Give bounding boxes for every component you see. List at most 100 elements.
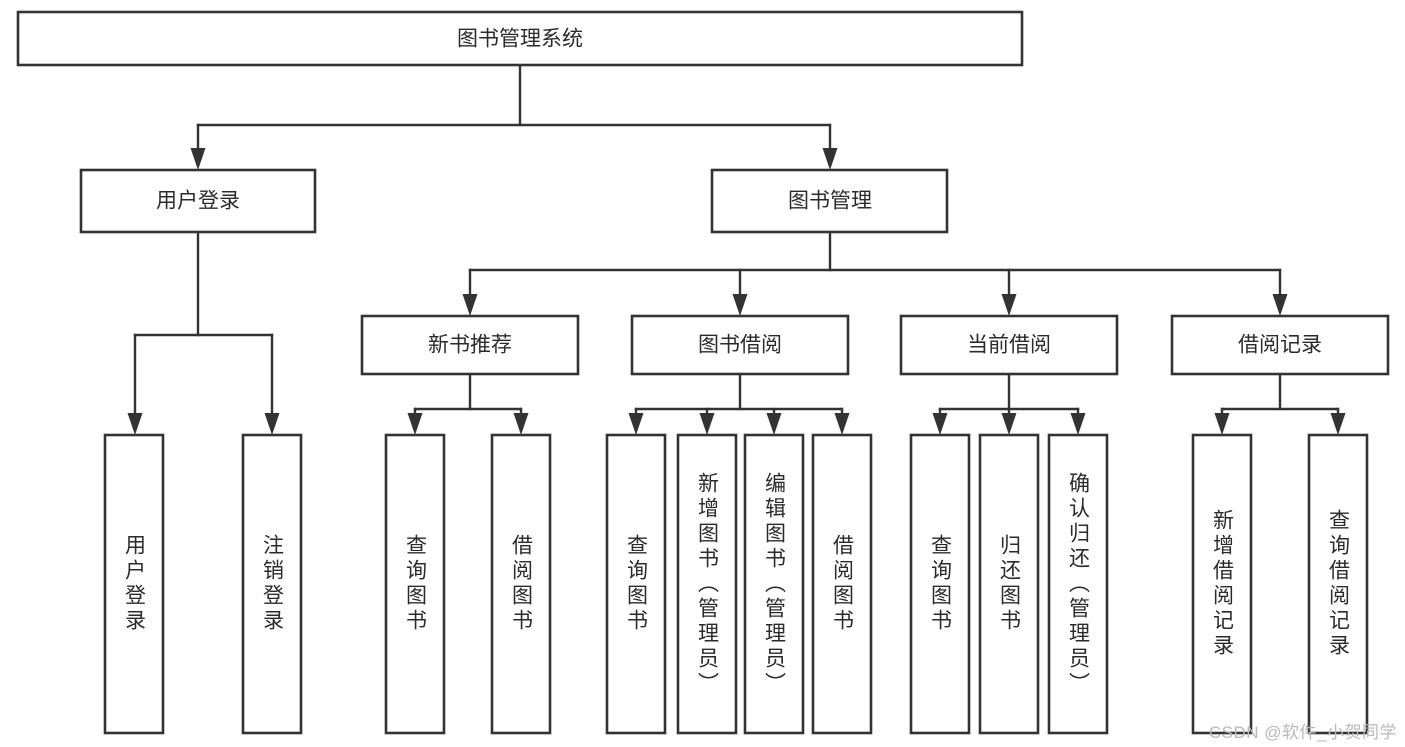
node-borrow-record[interactable]: 借阅记录 bbox=[1170, 314, 1390, 376]
arrow-to-book-borrow bbox=[732, 294, 748, 316]
node-leaf-query-book-c-label: 查询图书 bbox=[928, 534, 952, 634]
arrow-to-leaf-add-record bbox=[1214, 413, 1230, 435]
node-current-borrow-label: 当前借阅 bbox=[967, 334, 1051, 357]
node-leaf-return-book[interactable]: 归还图书 bbox=[978, 433, 1040, 735]
arrow-to-leaf-query-book-a bbox=[407, 413, 423, 435]
arrow-to-borrow-record bbox=[1272, 294, 1288, 316]
node-leaf-add-record-label: 新增借阅记录 bbox=[1210, 509, 1234, 659]
arrow-to-current-borrow bbox=[1001, 294, 1017, 316]
node-leaf-add-record-box[interactable] bbox=[1191, 433, 1253, 735]
node-leaf-logout-label: 注销登录 bbox=[260, 534, 284, 634]
node-leaf-query-book-a-textwrap: 查询图书 bbox=[403, 534, 427, 634]
node-user-login[interactable]: 用户登录 bbox=[79, 168, 317, 234]
node-book-manage-label: 图书管理 bbox=[788, 190, 872, 213]
node-book-borrow-box[interactable] bbox=[630, 314, 850, 376]
arrow-to-user-login bbox=[190, 148, 206, 170]
node-leaf-add-book[interactable]: 新增图书（管理员） bbox=[676, 433, 738, 735]
node-book-manage-box[interactable] bbox=[710, 168, 949, 234]
connector-group-new-book-rec bbox=[407, 372, 529, 435]
node-new-book-rec[interactable]: 新书推荐 bbox=[360, 314, 580, 376]
node-leaf-borrow-book-a-box[interactable] bbox=[490, 433, 552, 735]
node-leaf-query-record-textwrap: 查询借阅记录 bbox=[1326, 509, 1350, 659]
node-current-borrow[interactable]: 当前借阅 bbox=[899, 314, 1119, 376]
node-leaf-borrow-book-b[interactable]: 借阅图书 bbox=[811, 433, 873, 735]
arrow-to-leaf-edit-book bbox=[766, 413, 782, 435]
node-book-borrow[interactable]: 图书借阅 bbox=[630, 314, 850, 376]
arrow-to-leaf-query-book-c bbox=[932, 413, 948, 435]
arrow-to-leaf-query-record bbox=[1330, 413, 1346, 435]
node-user-login-label: 用户登录 bbox=[156, 190, 240, 213]
node-leaf-confirm-return-textwrap: 确认归还（管理员） bbox=[1066, 471, 1090, 697]
node-leaf-query-book-a[interactable]: 查询图书 bbox=[384, 433, 446, 735]
arrow-to-leaf-logout bbox=[264, 413, 280, 435]
arrow-to-leaf-confirm-return bbox=[1070, 413, 1086, 435]
node-leaf-return-book-label: 归还图书 bbox=[997, 534, 1021, 634]
node-leaf-return-book-textwrap: 归还图书 bbox=[997, 534, 1021, 634]
node-user-login-box[interactable] bbox=[79, 168, 317, 234]
node-root[interactable]: 图书管理系统 bbox=[16, 10, 1024, 67]
node-leaf-query-record[interactable]: 查询借阅记录 bbox=[1307, 433, 1369, 735]
node-root-label: 图书管理系统 bbox=[457, 28, 583, 51]
node-borrow-record-label: 借阅记录 bbox=[1238, 334, 1322, 357]
node-leaf-query-record-box[interactable] bbox=[1307, 433, 1369, 735]
node-leaf-logout-textwrap: 注销登录 bbox=[260, 534, 284, 634]
node-leaf-logout-box[interactable] bbox=[241, 433, 303, 735]
node-leaf-borrow-book-b-label: 借阅图书 bbox=[830, 534, 854, 634]
node-leaf-query-book-c-textwrap: 查询图书 bbox=[928, 534, 952, 634]
arrow-to-leaf-user-login bbox=[127, 413, 143, 435]
connector-group-borrow-record bbox=[1214, 372, 1346, 435]
node-leaf-query-book-b-box[interactable] bbox=[605, 433, 667, 735]
node-leaf-user-login[interactable]: 用户登录 bbox=[103, 433, 165, 735]
connector-group-current-borrow bbox=[932, 372, 1086, 435]
node-leaf-query-book-a-box[interactable] bbox=[384, 433, 446, 735]
connector-group-root bbox=[190, 63, 838, 170]
node-leaf-borrow-book-b-textwrap: 借阅图书 bbox=[830, 534, 854, 634]
arrow-to-leaf-borrow-book-a bbox=[513, 413, 529, 435]
node-book-borrow-label: 图书借阅 bbox=[698, 334, 782, 357]
node-leaf-user-login-label: 用户登录 bbox=[122, 534, 146, 634]
node-leaf-query-book-b[interactable]: 查询图书 bbox=[605, 433, 667, 735]
node-leaf-query-book-c[interactable]: 查询图书 bbox=[909, 433, 971, 735]
node-leaf-confirm-return-label: 确认归还（管理员） bbox=[1066, 471, 1090, 697]
arrow-to-leaf-add-book bbox=[699, 413, 715, 435]
connector-group-user-login bbox=[127, 230, 280, 435]
node-leaf-query-book-b-textwrap: 查询图书 bbox=[624, 534, 648, 634]
node-leaf-query-book-c-box[interactable] bbox=[909, 433, 971, 735]
node-leaf-user-login-textwrap: 用户登录 bbox=[122, 534, 146, 634]
node-leaf-add-book-box[interactable] bbox=[676, 433, 738, 735]
node-leaf-add-record-textwrap: 新增借阅记录 bbox=[1210, 509, 1234, 659]
node-current-borrow-box[interactable] bbox=[899, 314, 1119, 376]
node-leaf-confirm-return-box[interactable] bbox=[1047, 433, 1109, 735]
node-leaf-edit-book[interactable]: 编辑图书（管理员） bbox=[743, 433, 805, 735]
arrow-to-new-book-rec bbox=[462, 294, 478, 316]
node-leaf-borrow-book-b-box[interactable] bbox=[811, 433, 873, 735]
node-borrow-record-box[interactable] bbox=[1170, 314, 1390, 376]
node-leaf-edit-book-label: 编辑图书（管理员） bbox=[762, 471, 786, 697]
node-leaf-query-book-a-label: 查询图书 bbox=[403, 534, 427, 634]
node-leaf-add-book-label: 新增图书（管理员） bbox=[695, 471, 719, 697]
node-root-box[interactable] bbox=[16, 10, 1024, 67]
node-leaf-edit-book-textwrap: 编辑图书（管理员） bbox=[762, 471, 786, 697]
node-leaf-query-record-label: 查询借阅记录 bbox=[1326, 509, 1350, 659]
node-leaf-return-book-box[interactable] bbox=[978, 433, 1040, 735]
node-leaf-edit-book-box[interactable] bbox=[743, 433, 805, 735]
node-new-book-rec-label: 新书推荐 bbox=[428, 334, 512, 357]
node-new-book-rec-box[interactable] bbox=[360, 314, 580, 376]
connector-group-book-manage bbox=[462, 230, 1288, 316]
node-leaf-add-record[interactable]: 新增借阅记录 bbox=[1191, 433, 1253, 735]
arrow-to-book-manage bbox=[822, 148, 838, 170]
node-leaf-query-book-b-label: 查询图书 bbox=[624, 534, 648, 634]
arrow-to-leaf-borrow-book-b bbox=[834, 413, 850, 435]
node-leaf-borrow-book-a-label: 借阅图书 bbox=[509, 534, 533, 634]
node-leaf-confirm-return[interactable]: 确认归还（管理员） bbox=[1047, 433, 1109, 735]
arrow-to-leaf-query-book-b bbox=[628, 413, 644, 435]
node-leaf-borrow-book-a-textwrap: 借阅图书 bbox=[509, 534, 533, 634]
node-leaf-add-book-textwrap: 新增图书（管理员） bbox=[695, 471, 719, 697]
node-leaf-logout[interactable]: 注销登录 bbox=[241, 433, 303, 735]
node-book-manage[interactable]: 图书管理 bbox=[710, 168, 949, 234]
connector-group-book-borrow bbox=[628, 372, 850, 435]
node-leaf-user-login-box[interactable] bbox=[103, 433, 165, 735]
node-leaf-borrow-book-a[interactable]: 借阅图书 bbox=[490, 433, 552, 735]
